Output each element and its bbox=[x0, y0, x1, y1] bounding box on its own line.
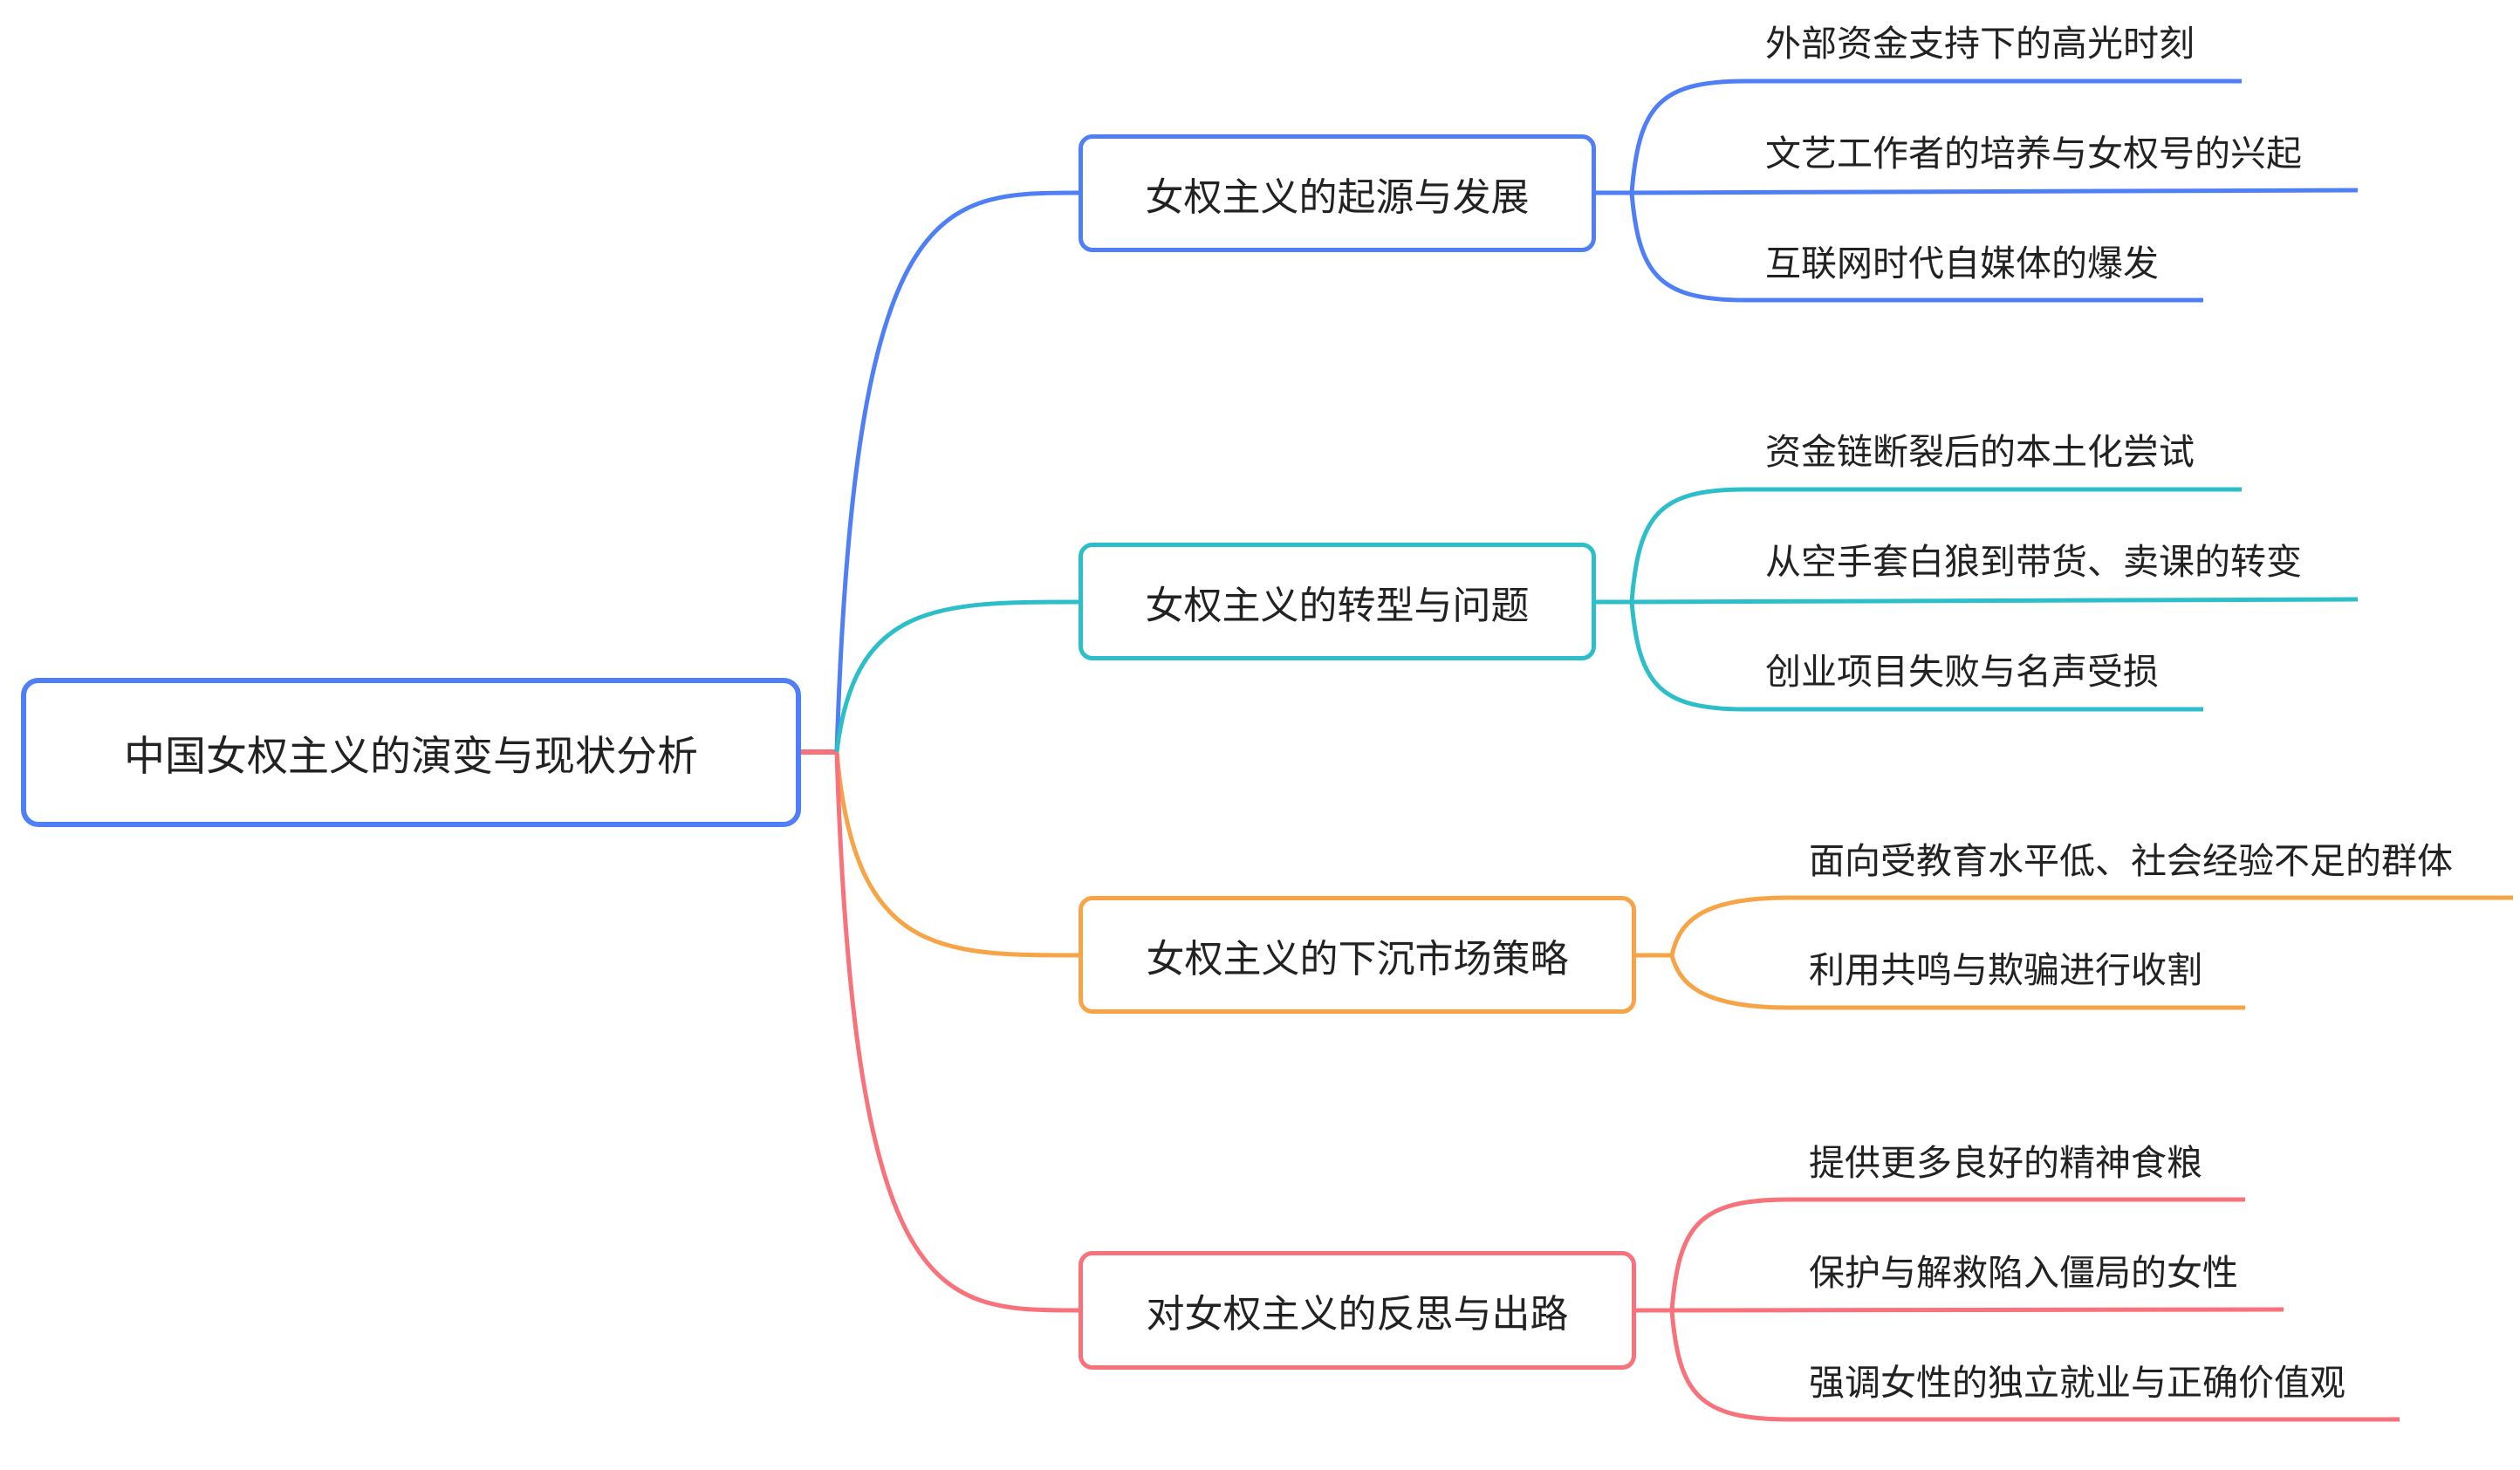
leaf-connector bbox=[1669, 1197, 2245, 1311]
leaf-connector bbox=[1631, 597, 2359, 605]
leaf-node[interactable]: 文艺工作者的培养与女权号的兴起 bbox=[1765, 133, 2302, 174]
branch-node-transformation[interactable]: 女权主义的转型与问题 bbox=[1079, 543, 1596, 660]
branch-label: 女权主义的转型与问题 bbox=[1145, 583, 1530, 628]
branch-label: 对女权主义的反思与出路 bbox=[1146, 1292, 1569, 1337]
leaf-node[interactable]: 利用共鸣与欺骗进行收割 bbox=[1809, 949, 2202, 991]
leaf-connector bbox=[1629, 79, 2242, 194]
branch-label: 女权主义的起源与发展 bbox=[1145, 174, 1530, 220]
leaf-node[interactable]: 资金链断裂后的本土化尝试 bbox=[1765, 431, 2195, 473]
leaf-node[interactable]: 强调女性的独立就业与正确价值观 bbox=[1809, 1362, 2345, 1404]
leaf-node[interactable]: 外部资金支持下的高光时刻 bbox=[1765, 23, 2195, 65]
root-node[interactable]: 中国女权主义的演变与现状分析 bbox=[21, 678, 801, 827]
branch-node-market-strategy[interactable]: 女权主义的下沉市场策略 bbox=[1079, 896, 1636, 1014]
leaf-connector bbox=[1631, 188, 2359, 195]
branch-label: 女权主义的下沉市场策略 bbox=[1146, 936, 1569, 981]
branch-connector bbox=[834, 599, 1079, 753]
branch-connector bbox=[834, 751, 1079, 958]
leaf-node[interactable]: 互联网时代自媒体的爆发 bbox=[1765, 243, 2159, 284]
root-label: 中国女权主义的演变与现状分析 bbox=[124, 733, 698, 781]
leaf-connector bbox=[1671, 1307, 2284, 1313]
leaf-node[interactable]: 提供更多良好的精神食粮 bbox=[1809, 1142, 2202, 1184]
leaf-node[interactable]: 创业项目失败与名声受损 bbox=[1765, 651, 2159, 693]
branch-node-origin[interactable]: 女权主义的起源与发展 bbox=[1079, 134, 1596, 252]
leaf-connector bbox=[1669, 954, 2245, 1010]
branch-connector bbox=[834, 190, 1079, 753]
leaf-connector bbox=[1629, 601, 2203, 712]
branch-node-reflection[interactable]: 对女权主义的反思与出路 bbox=[1079, 1251, 1636, 1370]
leaf-connector bbox=[1629, 192, 2203, 303]
leaf-connector bbox=[1629, 487, 2242, 603]
leaf-node[interactable]: 保护与解救陷入僵局的女性 bbox=[1809, 1252, 2238, 1294]
branch-connector bbox=[834, 751, 1079, 1313]
leaf-node[interactable]: 面向受教育水平低、社会经验不足的群体 bbox=[1809, 840, 2453, 882]
leaf-node[interactable]: 从空手套白狼到带货、卖课的转变 bbox=[1765, 541, 2302, 583]
leaf-connector bbox=[1669, 1309, 2400, 1422]
leaf-connector bbox=[1669, 895, 2513, 956]
